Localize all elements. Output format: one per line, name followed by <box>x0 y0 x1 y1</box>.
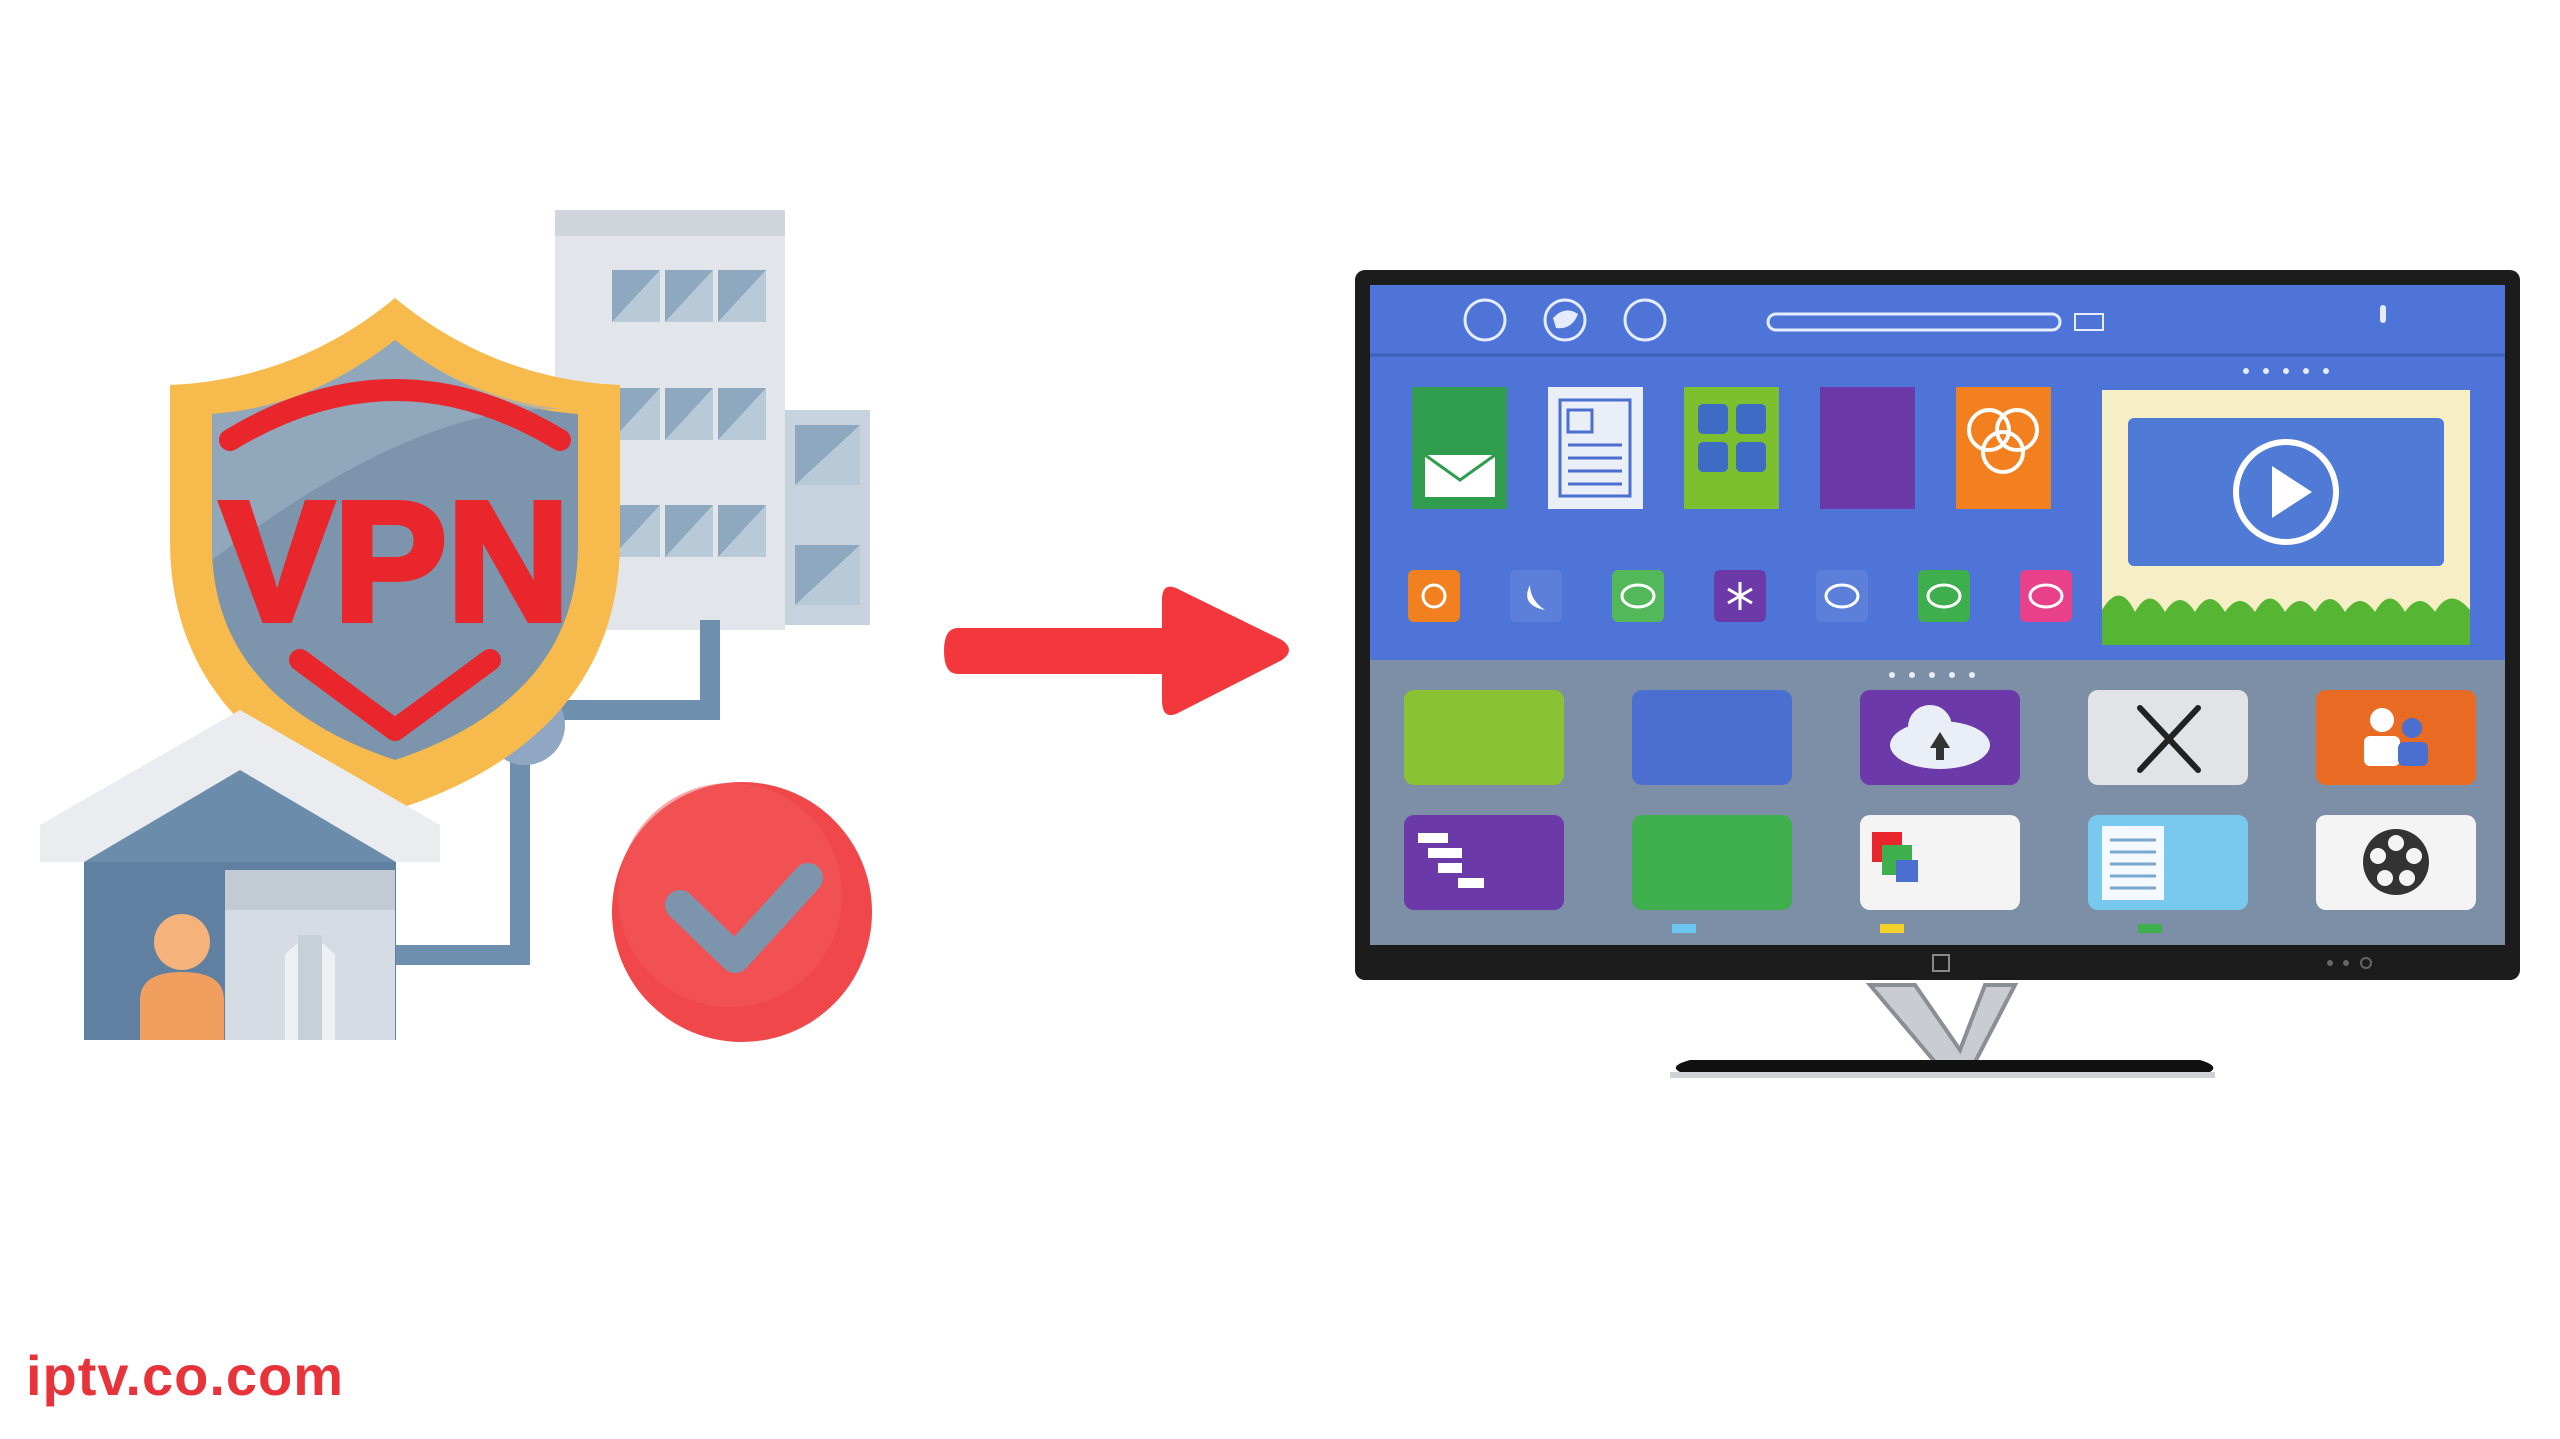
rings-icon[interactable] <box>1956 387 2051 509</box>
play-icon[interactable] <box>2233 439 2339 545</box>
house-icon <box>40 710 440 1040</box>
site-watermark: iptv.co.com <box>26 1344 345 1407</box>
green-tile[interactable] <box>1632 815 1792 910</box>
moon-icon[interactable] <box>1510 570 1562 622</box>
video-panel[interactable] <box>2102 390 2470 645</box>
search-bar[interactable] <box>1766 312 2062 332</box>
tv-tiles-row3 <box>1404 690 2476 785</box>
circle-icon[interactable] <box>1463 298 1507 342</box>
cloud-icon[interactable] <box>2020 570 2072 622</box>
cloud-icon[interactable] <box>1612 570 1664 622</box>
circle-icon[interactable] <box>1623 298 1667 342</box>
newspaper-icon[interactable] <box>1548 387 1643 509</box>
user-icon <box>140 914 224 1040</box>
shield-icon: VPN <box>170 298 620 810</box>
vpn-illustration: VPN <box>40 210 872 1042</box>
tv-tiles-row4 <box>1404 815 2476 910</box>
tv-power-button[interactable] <box>1932 954 1950 972</box>
network-node-icon <box>370 620 720 965</box>
tv-tiles-row1 <box>1412 387 2051 509</box>
cloud-icon[interactable] <box>1918 570 1970 622</box>
arrow-right-icon <box>944 586 1289 716</box>
green-tile[interactable] <box>1404 690 1564 785</box>
building-icon <box>555 210 870 630</box>
tv-tiles-row2 <box>1408 570 2072 622</box>
blocks-icon[interactable] <box>1404 815 1564 910</box>
tv-top-bar <box>1370 298 2505 374</box>
sun-icon[interactable] <box>1408 570 1460 622</box>
purple-tile[interactable] <box>1820 387 1915 509</box>
thermometer-icon <box>2380 305 2386 323</box>
smart-tv <box>1355 270 2520 1078</box>
check-icon <box>612 782 872 1042</box>
blue-tile[interactable] <box>1632 690 1792 785</box>
vpn-lettering: VPN <box>220 467 570 657</box>
twitter-bird-icon[interactable] <box>1543 298 1587 342</box>
cloud-icon[interactable] <box>1816 570 1868 622</box>
tv-stand <box>1670 983 2215 1078</box>
